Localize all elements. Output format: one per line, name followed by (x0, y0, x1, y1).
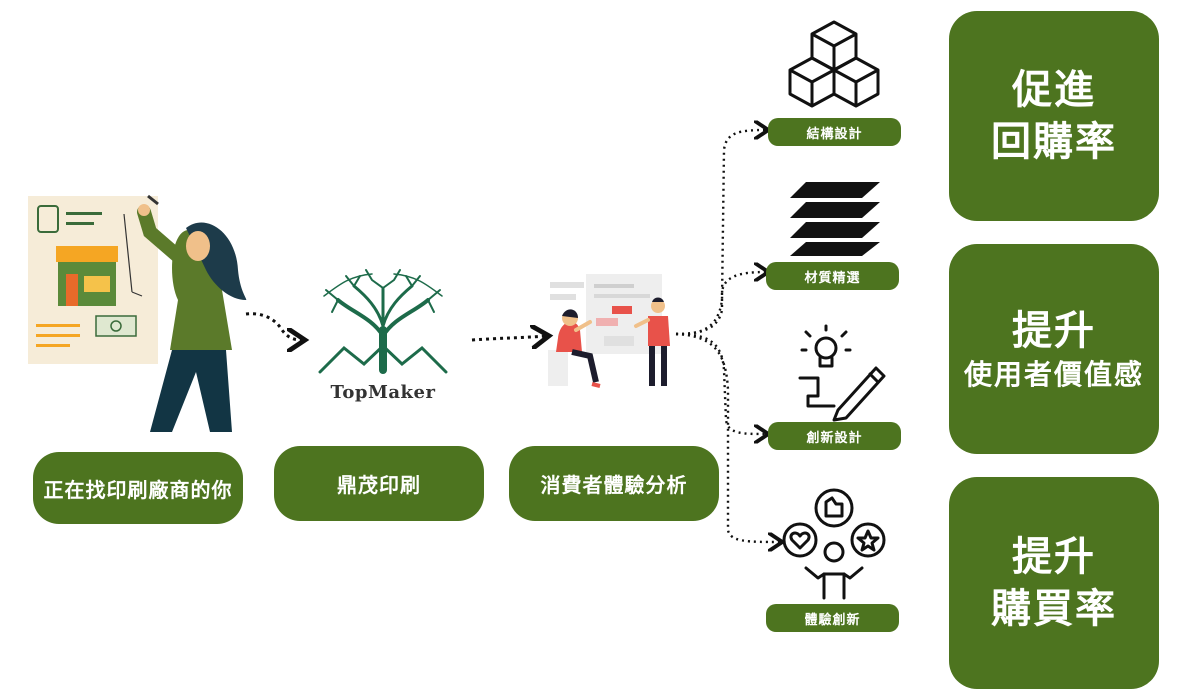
person-at-board-illustration (28, 194, 247, 432)
flow-step-label: 消費者體驗分析 (540, 473, 688, 497)
goal-line2: 使用者價值感 (963, 357, 1144, 391)
aspect-tag-material: 材質精選 (766, 262, 899, 290)
aspect-tag-creative: 創新設計 (768, 422, 901, 450)
tree-logo-icon (318, 269, 448, 374)
cubes-icon (788, 20, 880, 108)
layers-icon (790, 182, 880, 256)
aspect-label: 材質精選 (804, 270, 861, 286)
analysis-illustration (548, 274, 670, 388)
flow-step-customer: 正在找印刷廠商的你 (33, 452, 243, 524)
aspect-label: 創新設計 (806, 430, 863, 446)
goal-line1: 提升 (1012, 307, 1096, 354)
goal-card-purchase: 提升 購買率 (949, 477, 1159, 689)
aspect-tag-experience: 體驗創新 (766, 604, 899, 632)
flow-arrow (245, 312, 302, 340)
brand-logo-text: TopMaker (330, 382, 436, 403)
goal-line1: 提升 (1012, 534, 1096, 580)
flow-step-label: 正在找印刷廠商的你 (43, 477, 233, 502)
goal-line1: 促進 (1012, 67, 1096, 113)
goal-card-value: 提升 使用者價值感 (949, 244, 1159, 454)
aspect-tag-structure: 結構設計 (768, 118, 901, 146)
person-reactions-icon (782, 488, 886, 600)
goal-line2: 購買率 (991, 586, 1117, 632)
lightbulb-pencil-icon (798, 324, 886, 422)
aspect-label: 體驗創新 (804, 612, 861, 628)
flow-step-analysis: 消費者體驗分析 (509, 446, 719, 521)
goal-card-repurchase: 促進 回購率 (949, 11, 1159, 221)
goal-line2: 回購率 (991, 119, 1117, 165)
flow-step-label: 鼎茂印刷 (337, 473, 421, 497)
flow-step-company: 鼎茂印刷 (274, 446, 484, 521)
branch-connectors (675, 130, 780, 542)
aspect-label: 結構設計 (806, 126, 863, 142)
flow-arrow (471, 336, 546, 340)
